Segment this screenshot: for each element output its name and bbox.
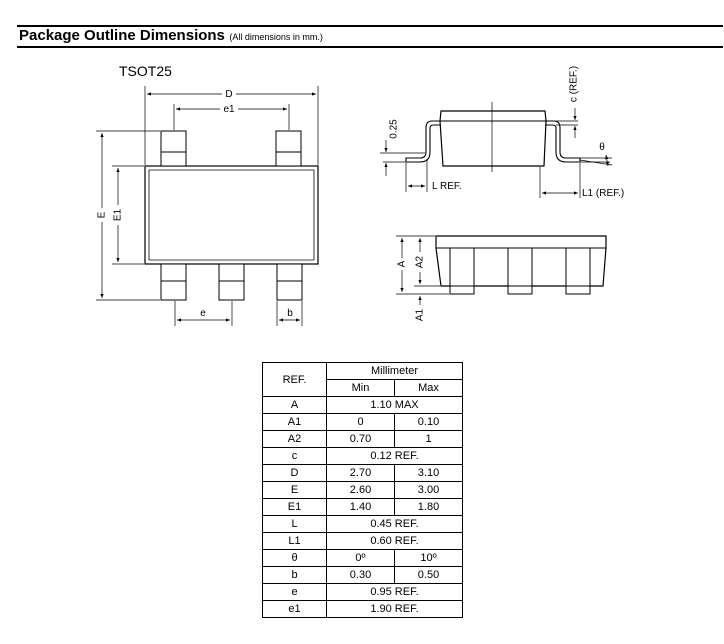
ref-cell: E1 <box>262 498 327 516</box>
min-value-cell: 0º <box>326 549 395 567</box>
min-header: Min <box>326 379 395 397</box>
label-theta: θ <box>599 142 605 153</box>
ref-cell: e <box>262 583 327 601</box>
bottom-lead-left <box>160 263 187 301</box>
end-view <box>396 235 607 305</box>
end-lead-left <box>449 247 475 295</box>
min-value-cell: 2.60 <box>326 481 395 499</box>
min-value-cell: 0.70 <box>326 430 395 448</box>
ref-cell: A <box>262 396 327 414</box>
ref-cell: A2 <box>262 430 327 448</box>
label-D: D <box>225 89 232 100</box>
section-title: Package Outline Dimensions <box>19 27 225 44</box>
merged-value-cell: 1.10 MAX <box>326 396 463 414</box>
max-value-cell: 3.00 <box>394 481 463 499</box>
min-value-cell: 0.30 <box>326 566 395 584</box>
bottom-lead-mid <box>218 263 245 301</box>
label-0.25: 0.25 <box>389 119 400 139</box>
label-L-ref: L REF. <box>432 181 462 192</box>
ref-cell: E <box>262 481 327 499</box>
end-lead-mid <box>507 247 533 295</box>
header-top-rule <box>17 25 723 27</box>
min-value-cell: 0 <box>326 413 395 431</box>
max-value-cell: 0.10 <box>394 413 463 431</box>
bottom-lead-right <box>276 263 303 301</box>
ref-cell: L <box>262 515 327 533</box>
side-view <box>380 102 613 198</box>
label-e1: e1 <box>223 104 235 115</box>
ref-cell: θ <box>262 549 327 567</box>
ref-cell: c <box>262 447 327 465</box>
label-e: e <box>200 308 206 319</box>
label-E1: E1 <box>113 208 124 221</box>
label-A1: A1 <box>415 308 426 321</box>
section-subtitle: (All dimensions in mm.) <box>229 32 323 42</box>
ref-cell: e1 <box>262 600 327 618</box>
label-c-ref: c (REF.) <box>569 66 580 102</box>
package-name: TSOT25 <box>119 63 172 79</box>
max-value-cell: 1 <box>394 430 463 448</box>
left-lead <box>405 120 441 163</box>
top-view <box>96 86 319 326</box>
min-value-cell: 1.40 <box>326 498 395 516</box>
ref-cell: A1 <box>262 413 327 431</box>
label-A: A <box>397 260 408 267</box>
merged-value-cell: 0.60 REF. <box>326 532 463 550</box>
top-lead-right <box>275 130 302 167</box>
max-header: Max <box>394 379 463 397</box>
outline-drawings: D e1 E E1 e b <box>96 66 625 326</box>
merged-value-cell: 0.45 REF. <box>326 515 463 533</box>
unit-header: Millimeter <box>326 362 463 380</box>
merged-value-cell: 1.90 REF. <box>326 600 463 618</box>
label-b: b <box>287 308 293 319</box>
max-value-cell: 10º <box>394 549 463 567</box>
ref-cell: D <box>262 464 327 482</box>
top-view-labels: D e1 E E1 e b <box>96 88 293 319</box>
ref-cell: b <box>262 566 327 584</box>
label-L1-ref: L1 (REF.) <box>582 188 624 199</box>
max-value-cell: 3.10 <box>394 464 463 482</box>
side-body <box>439 110 547 167</box>
label-A2: A2 <box>415 255 426 268</box>
end-lead-right <box>565 247 591 295</box>
header-bottom-rule <box>17 46 723 48</box>
label-E: E <box>97 211 108 218</box>
side-view-labels: 0.25 c (REF.) θ L REF. L1 (REF.) <box>389 66 625 199</box>
end-view-labels: A A2 A1 <box>396 252 426 321</box>
merged-value-cell: 0.95 REF. <box>326 583 463 601</box>
max-value-cell: 0.50 <box>394 566 463 584</box>
ref-cell: L1 <box>262 532 327 550</box>
package-body <box>144 165 319 265</box>
merged-value-cell: 0.12 REF. <box>326 447 463 465</box>
max-value-cell: 1.80 <box>394 498 463 516</box>
section-header: Package Outline Dimensions (All dimensio… <box>19 27 323 45</box>
top-lead-left <box>160 130 187 167</box>
ref-header: REF. <box>262 362 327 397</box>
min-value-cell: 2.70 <box>326 464 395 482</box>
